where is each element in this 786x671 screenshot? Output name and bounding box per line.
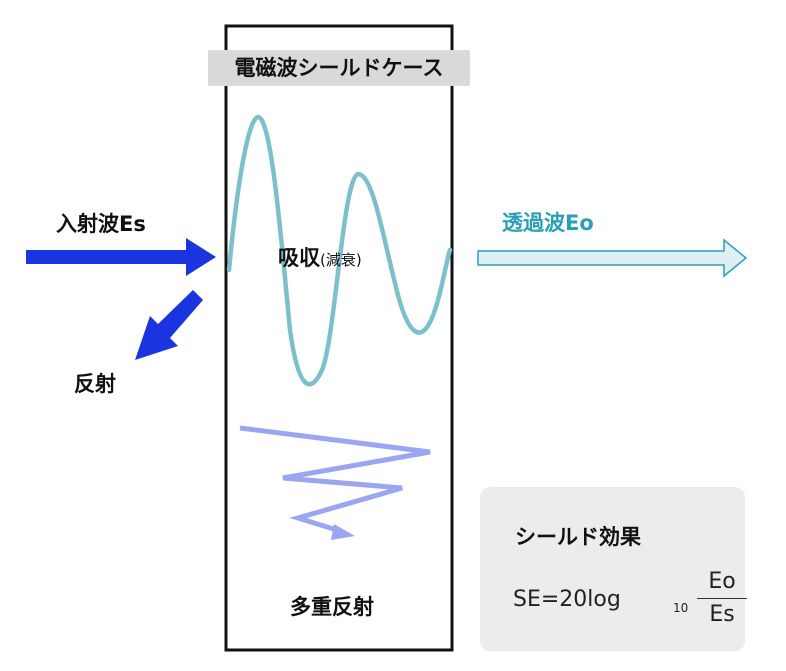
formula-lhs: SE=20log [513, 587, 621, 612]
absorption-text: 吸収 [278, 246, 320, 270]
multiple-reflection-arrowhead [331, 524, 355, 540]
transmitted-wave-label: 透過波Eo [502, 211, 594, 235]
shielding-effect-title: シールド効果 [515, 525, 641, 549]
multiple-reflection-path [239, 425, 431, 534]
absorbed-wave [226, 114, 453, 387]
reflection-arrow [135, 290, 203, 360]
reflection-label: 反射 [74, 372, 116, 396]
shield-case-box [224, 24, 454, 652]
incident-arrow [26, 238, 216, 276]
formula-numerator: Eo [708, 569, 736, 594]
multiple-reflection-label: 多重反射 [290, 595, 374, 619]
formula-denominator: Es [709, 602, 735, 627]
formula-log-base: 10 [673, 601, 689, 615]
incident-wave-label: 入射波Es [56, 212, 146, 236]
transmitted-arrow [477, 238, 748, 278]
formula-fraction: Eo Es [697, 567, 747, 630]
fraction-bar [697, 598, 747, 599]
absorption-note: (減衰) [320, 251, 362, 269]
absorption-label: 吸収(減衰) [278, 242, 362, 272]
shield-case-title: 電磁波シールドケース [208, 50, 470, 86]
shielding-effect-box: シールド効果 SE=20log 10 Eo Es [480, 487, 747, 651]
